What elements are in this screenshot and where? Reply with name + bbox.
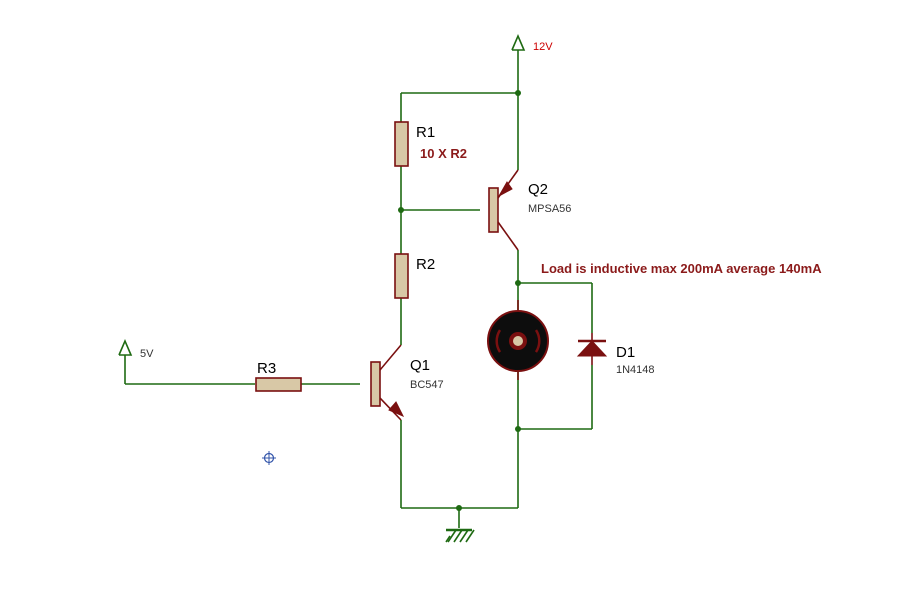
r1-ref-label: R1 xyxy=(416,124,435,141)
transistor-base-bar xyxy=(488,187,499,233)
q1-value-label: BC547 xyxy=(410,379,444,391)
d1-ref-label: D1 xyxy=(616,344,635,361)
r2-ref-label: R2 xyxy=(416,256,435,273)
motor-hub-inner xyxy=(513,336,523,346)
junction-motor-top xyxy=(515,280,521,286)
pnp-arrow-icon xyxy=(497,181,513,198)
supply-5v-label: 5V xyxy=(140,348,154,360)
q2-ref-label: Q2 xyxy=(528,181,548,198)
transistor-q1: Q1 BC547 xyxy=(370,344,444,421)
ground-hatch-icon xyxy=(445,529,475,543)
r3-ref-label: R3 xyxy=(257,360,276,377)
r1-value-label: 10 X R2 xyxy=(420,146,467,161)
resistor-r1: R1 10 X R2 xyxy=(394,121,467,167)
resistor-body xyxy=(394,253,409,299)
q2-value-label: MPSA56 xyxy=(528,203,571,215)
q1-ref-label: Q1 xyxy=(410,357,430,374)
transistor-q2: Q2 MPSA56 xyxy=(488,169,571,251)
load-note: Load is inductive max 200mA average 140m… xyxy=(541,261,822,276)
junction-12v xyxy=(515,90,521,96)
supply-arrow-icon xyxy=(511,33,526,51)
q1-collector-lead xyxy=(379,344,402,371)
junction-motor-bottom xyxy=(515,426,521,432)
supply-12v-label: 12V xyxy=(533,41,553,53)
transistor-base-bar xyxy=(370,361,381,407)
junction-r1-r2 xyxy=(398,207,404,213)
diode-triangle-icon xyxy=(576,340,608,357)
probe-marker-icon[interactable] xyxy=(262,451,276,465)
resistor-body xyxy=(255,377,302,392)
diode-d1: D1 1N4148 xyxy=(576,333,655,376)
q2-collector-lead xyxy=(497,221,519,251)
supply-5v: 5V xyxy=(118,338,154,360)
resistor-r3: R3 xyxy=(255,360,302,392)
motor-arc-left xyxy=(495,329,502,353)
junctions xyxy=(398,90,521,511)
motor xyxy=(487,300,549,380)
npn-arrow-icon xyxy=(388,401,405,417)
resistor-body xyxy=(394,121,409,167)
wires xyxy=(124,50,593,528)
d1-value-label: 1N4148 xyxy=(616,364,655,376)
supply-12v: 12V xyxy=(511,33,553,53)
ground-symbol xyxy=(445,528,475,543)
supply-arrow-icon xyxy=(118,338,133,356)
resistor-r2: R2 xyxy=(394,253,435,299)
motor-arc-right xyxy=(534,329,541,353)
junction-ground xyxy=(456,505,462,511)
